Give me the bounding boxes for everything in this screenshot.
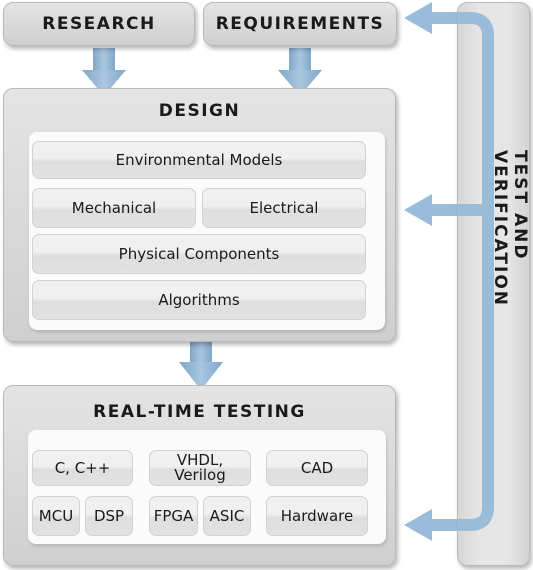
research-box: RESEARCH <box>3 2 195 46</box>
real-time-testing-panel: C, C++ MCU DSP VHDL, Verilog FPGA ASIC C… <box>28 430 386 544</box>
asic-block: ASIC <box>203 496 251 536</box>
hardware-block: Hardware <box>266 496 368 536</box>
electrical-block: Electrical <box>202 188 366 228</box>
vhdl-verilog-block: VHDL, Verilog <box>149 450 251 486</box>
test-and-verification-label: TEST AND VERIFICATION <box>490 150 530 420</box>
mcu-block: MCU <box>32 496 80 536</box>
arrow-research-to-design <box>82 48 126 96</box>
real-time-testing-box: REAL-TIME TESTING C, C++ MCU DSP VHDL, V… <box>3 385 396 566</box>
arrowhead-to-design <box>404 194 432 226</box>
arrow-design-to-realtime <box>179 342 223 390</box>
design-title: DESIGN <box>158 101 241 121</box>
environmental-models-block: Environmental Models <box>32 141 366 179</box>
real-time-testing-title: REAL-TIME TESTING <box>93 402 306 422</box>
arrow-requirements-to-design <box>278 48 322 96</box>
c-cpp-block: C, C++ <box>32 450 133 486</box>
requirements-box: REQUIREMENTS <box>203 2 397 46</box>
arrowhead-to-realtime <box>404 509 432 541</box>
requirements-label: REQUIREMENTS <box>215 14 385 34</box>
fpga-block: FPGA <box>149 496 198 536</box>
dsp-block: DSP <box>85 496 133 536</box>
algorithms-block: Algorithms <box>32 280 366 320</box>
design-box: DESIGN Environmental Models Mechanical E… <box>3 88 396 342</box>
mechanical-block: Mechanical <box>32 188 196 228</box>
arrowhead-to-requirements <box>404 2 432 34</box>
physical-components-block: Physical Components <box>32 234 366 274</box>
research-label: RESEARCH <box>42 14 156 34</box>
test-and-verification-text: TEST AND VERIFICATION <box>490 150 530 308</box>
cad-block: CAD <box>266 450 368 486</box>
design-panel: Environmental Models Mechanical Electric… <box>29 132 385 330</box>
